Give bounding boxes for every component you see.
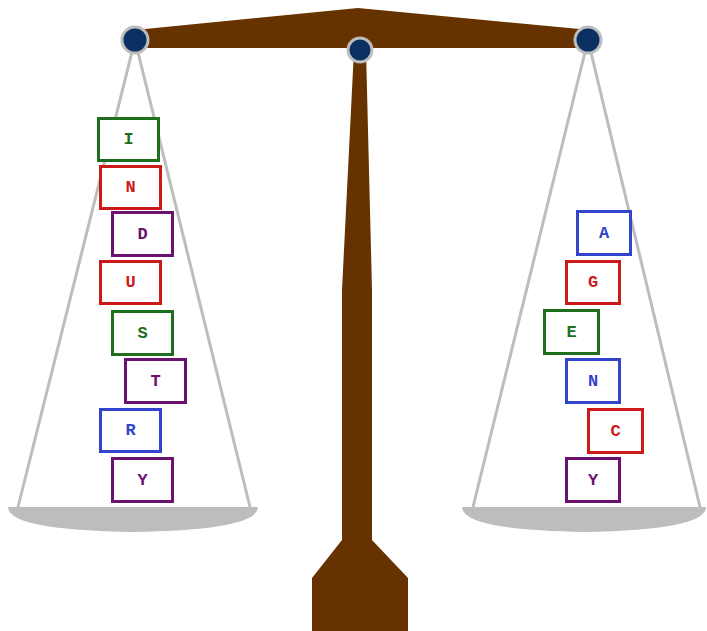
letter-block: C — [587, 408, 644, 454]
scale-post — [312, 50, 408, 631]
block-letter: T — [150, 373, 160, 390]
block-letter: S — [137, 325, 147, 342]
letter-block: N — [99, 165, 162, 210]
block-letter: N — [588, 373, 598, 390]
block-letter: C — [610, 423, 620, 440]
letter-block: R — [99, 408, 162, 453]
block-letter: G — [588, 274, 598, 291]
letter-block: S — [111, 310, 174, 356]
pivot-knob — [122, 27, 148, 53]
letter-block: I — [97, 117, 160, 162]
block-letter: U — [125, 274, 135, 291]
letter-block: D — [111, 211, 174, 257]
block-letter: I — [123, 131, 133, 148]
letter-block: G — [565, 260, 621, 305]
scale-pan — [8, 507, 258, 532]
block-letter: E — [566, 324, 576, 341]
letter-block: E — [543, 309, 600, 355]
letter-block: Y — [111, 457, 174, 503]
letter-block: U — [99, 260, 162, 305]
block-letter: N — [125, 179, 135, 196]
block-letter: R — [125, 422, 135, 439]
letter-block: N — [565, 358, 621, 404]
pivot-knob — [575, 27, 601, 53]
letter-block: T — [124, 358, 187, 404]
letter-block: A — [576, 210, 632, 256]
block-letter: D — [137, 226, 147, 243]
block-letter: Y — [137, 472, 147, 489]
pivot-knob — [348, 38, 372, 62]
block-letter: A — [599, 225, 609, 242]
block-letter: Y — [588, 472, 598, 489]
scale-pan — [462, 507, 706, 532]
letter-block: Y — [565, 457, 621, 503]
